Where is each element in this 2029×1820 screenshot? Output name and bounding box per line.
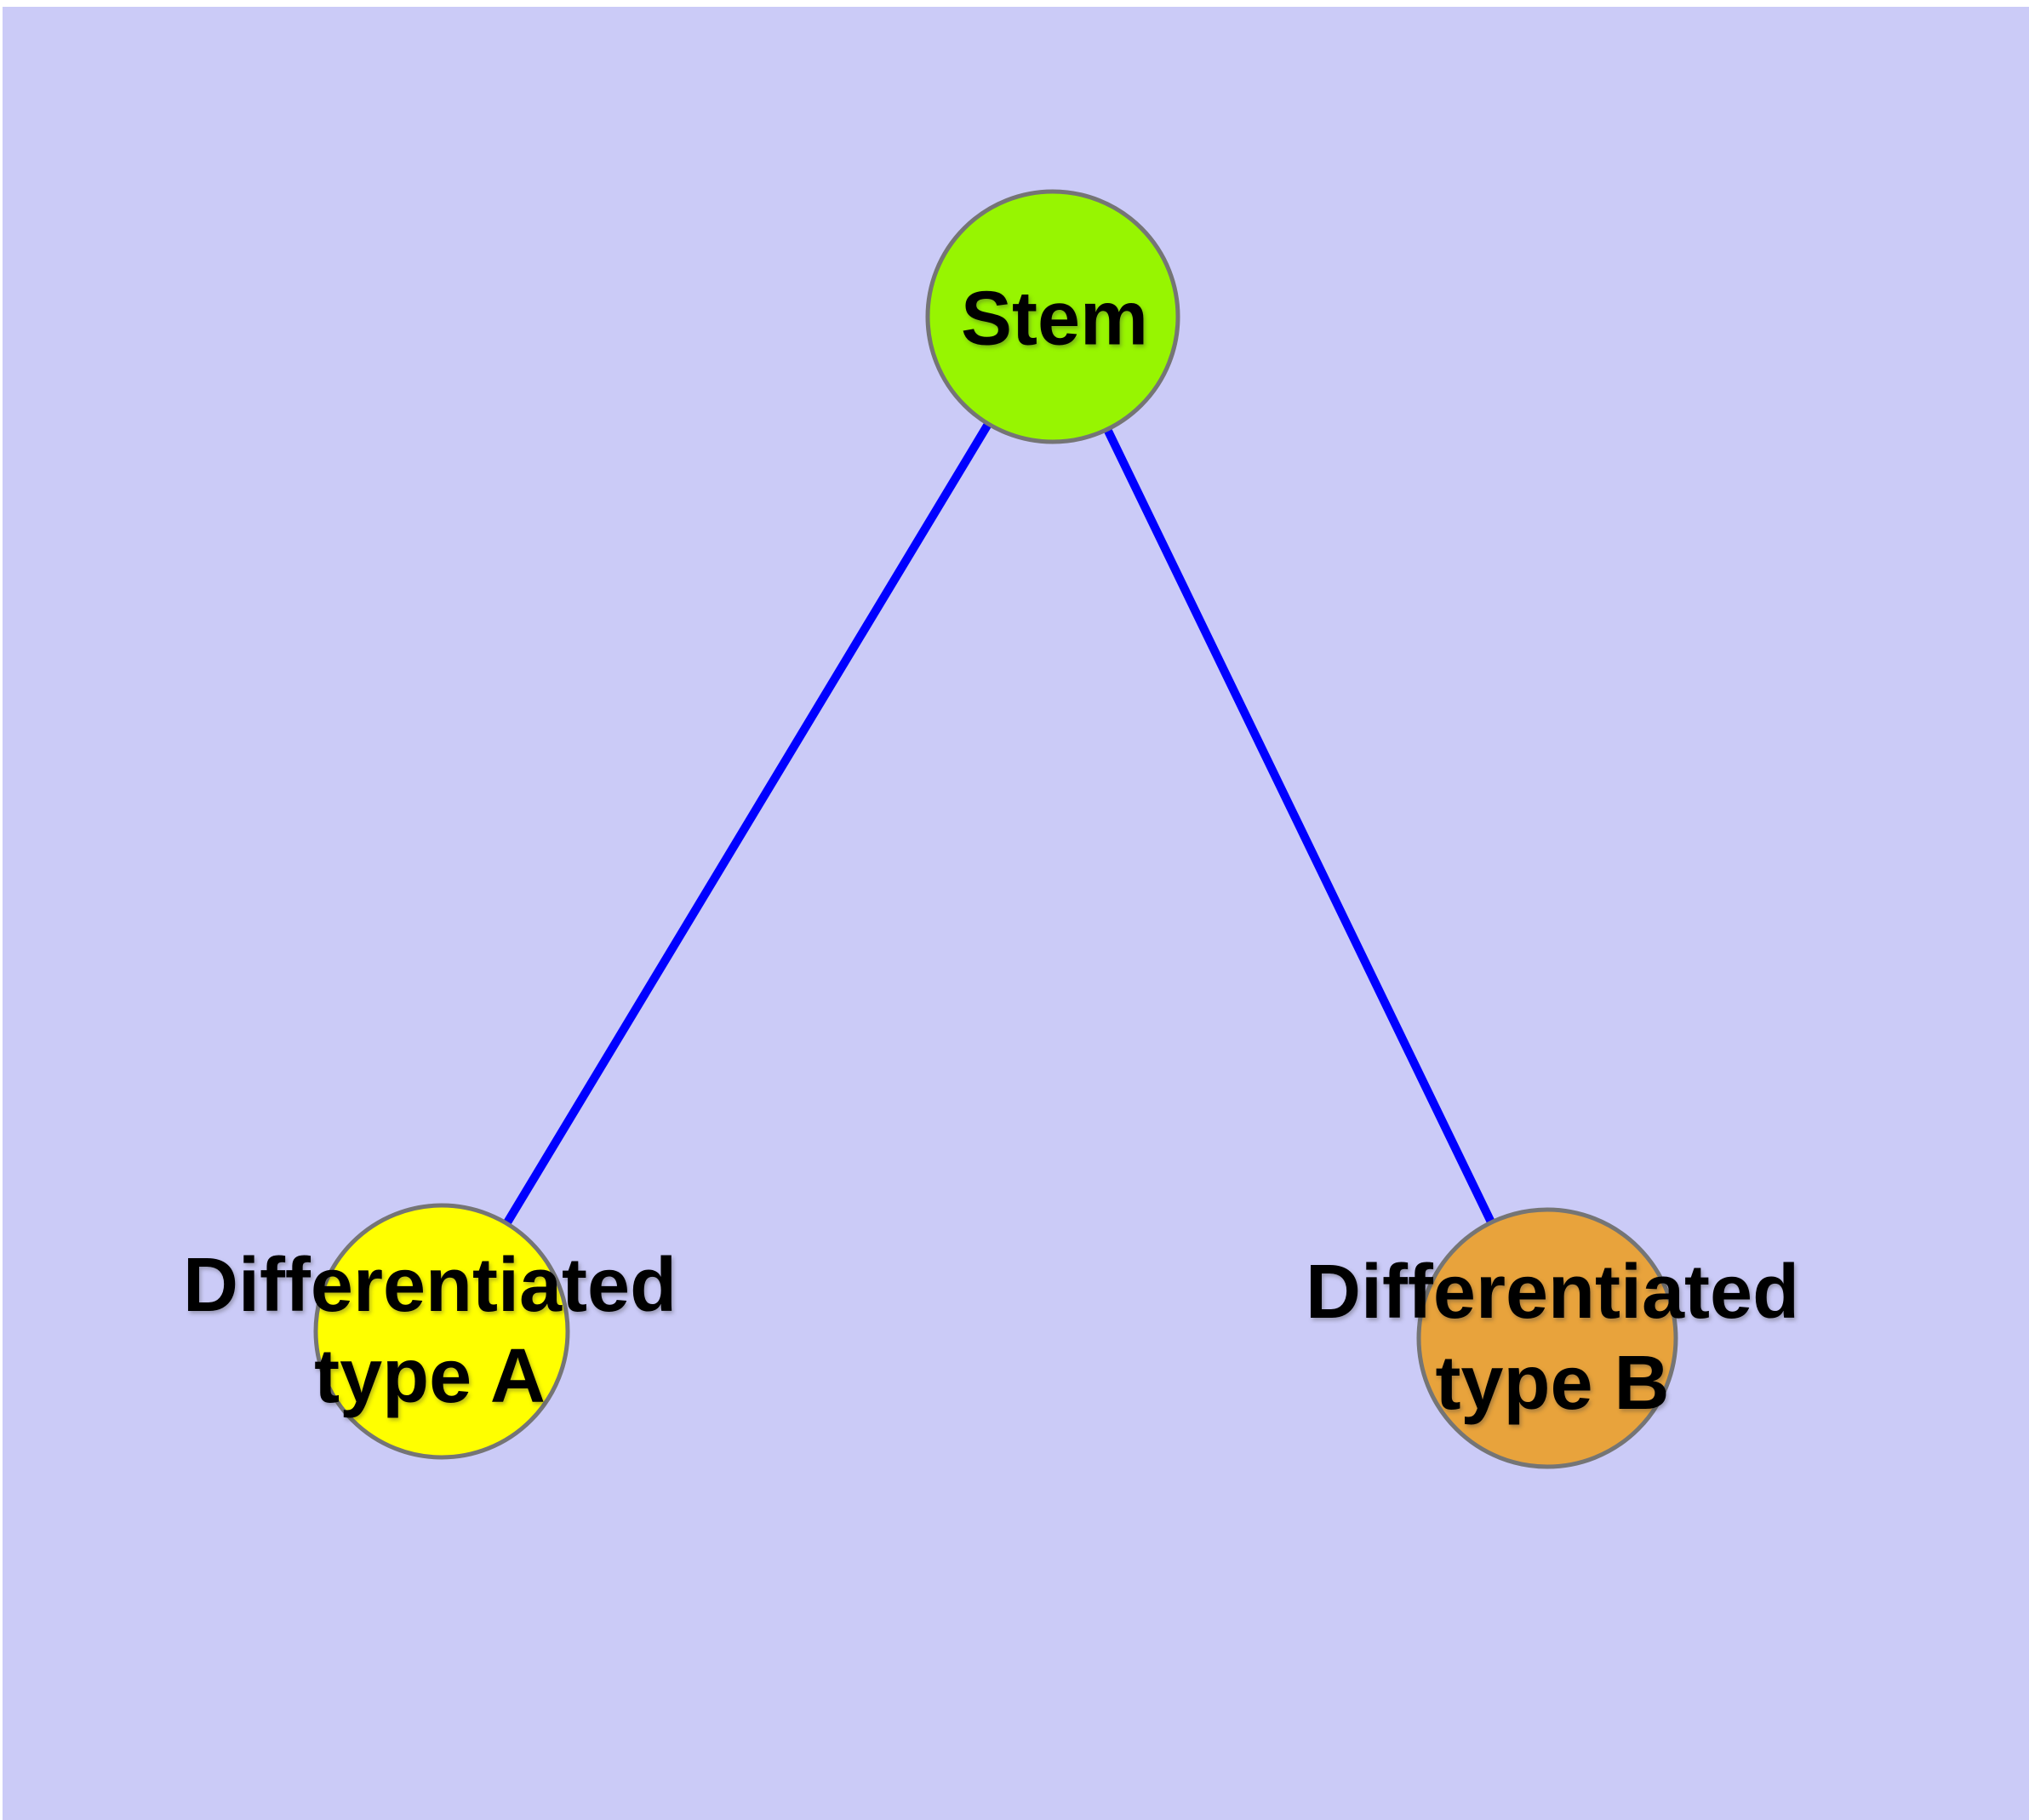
node-type-b-circle: [1416, 1207, 1678, 1469]
edge-stem-to-type-b: [1049, 314, 1552, 1341]
node-type-a-circle: [313, 1203, 570, 1460]
edge-stem-to-type-a: [437, 314, 1057, 1334]
node-stem-circle: [925, 189, 1180, 444]
